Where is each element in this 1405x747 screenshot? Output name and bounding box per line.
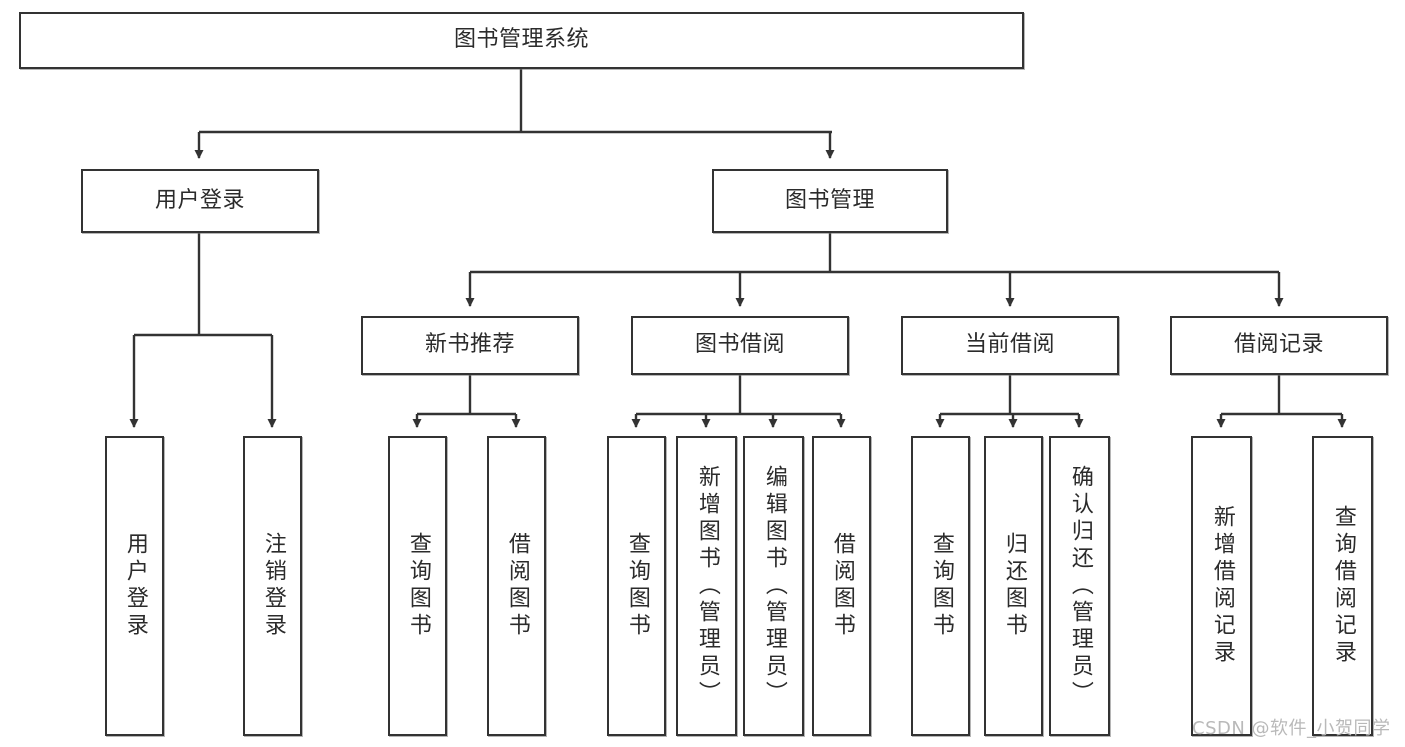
csdn-watermark: CSDN @软件_小贺同学 <box>1192 718 1391 739</box>
node-leaf-borrow-book-1[interactable]: 借阅图书 <box>487 436 546 736</box>
node-leaf-query-book-2[interactable]: 查询图书 <box>607 436 666 736</box>
node-new-book-rec-label: 新书推荐 <box>424 332 515 358</box>
node-leaf-confirm-return-label: 确认归还（管理员） <box>1067 464 1093 708</box>
node-leaf-user-logout[interactable]: 注销登录 <box>243 436 302 736</box>
node-leaf-user-logout-label: 注销登录 <box>260 532 286 640</box>
node-leaf-borrow-book-1-label: 借阅图书 <box>504 532 530 640</box>
node-leaf-edit-book[interactable]: 编辑图书（管理员） <box>743 436 804 736</box>
node-leaf-confirm-return[interactable]: 确认归还（管理员） <box>1049 436 1110 736</box>
node-user-login-label: 用户登录 <box>154 187 245 213</box>
node-borrow-record[interactable]: 借阅记录 <box>1170 316 1388 375</box>
node-book-borrow[interactable]: 图书借阅 <box>631 316 849 375</box>
node-leaf-query-book-3[interactable]: 查询图书 <box>911 436 970 736</box>
node-new-book-rec[interactable]: 新书推荐 <box>361 316 579 375</box>
node-leaf-query-book-3-label: 查询图书 <box>928 532 954 640</box>
node-leaf-return-book-label: 归还图书 <box>1001 532 1027 640</box>
node-leaf-query-book-2-label: 查询图书 <box>624 532 650 640</box>
node-leaf-query-record[interactable]: 查询借阅记录 <box>1312 436 1373 736</box>
node-leaf-add-book-label: 新增图书（管理员） <box>694 464 720 708</box>
node-leaf-return-book[interactable]: 归还图书 <box>984 436 1043 736</box>
node-book-manage-label: 图书管理 <box>784 187 875 213</box>
node-leaf-query-book-1-label: 查询图书 <box>405 532 431 640</box>
node-current-borrow-label: 当前借阅 <box>964 332 1055 358</box>
node-book-manage[interactable]: 图书管理 <box>712 169 948 233</box>
node-root-label: 图书管理系统 <box>453 27 589 53</box>
node-book-borrow-label: 图书借阅 <box>694 332 785 358</box>
node-root[interactable]: 图书管理系统 <box>19 12 1024 69</box>
node-leaf-edit-book-label: 编辑图书（管理员） <box>761 464 787 708</box>
node-borrow-record-label: 借阅记录 <box>1233 332 1324 358</box>
node-user-login[interactable]: 用户登录 <box>81 169 319 233</box>
node-leaf-borrow-book-2-label: 借阅图书 <box>829 532 855 640</box>
node-leaf-query-book-1[interactable]: 查询图书 <box>388 436 447 736</box>
node-leaf-add-record-label: 新增借阅记录 <box>1209 505 1235 667</box>
node-leaf-add-book[interactable]: 新增图书（管理员） <box>676 436 737 736</box>
node-leaf-query-record-label: 查询借阅记录 <box>1330 505 1356 667</box>
node-leaf-borrow-book-2[interactable]: 借阅图书 <box>812 436 871 736</box>
node-leaf-user-login-label: 用户登录 <box>122 532 148 640</box>
node-leaf-user-login[interactable]: 用户登录 <box>105 436 164 736</box>
node-leaf-add-record[interactable]: 新增借阅记录 <box>1191 436 1252 736</box>
node-current-borrow[interactable]: 当前借阅 <box>901 316 1119 375</box>
